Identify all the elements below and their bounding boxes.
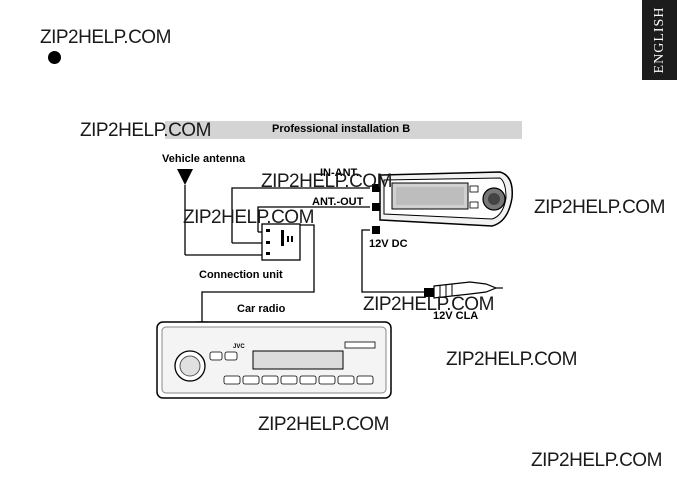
- watermark: ZIP2HELP.COM: [40, 27, 171, 48]
- label-12v-cla: 12V CLA: [433, 310, 479, 322]
- transmitter-unit-icon: [372, 171, 513, 234]
- watermark: ZIP2HELP.COM: [80, 120, 211, 141]
- section-title: Professional installation B: [272, 123, 411, 135]
- car-radio-icon: [156, 321, 392, 399]
- bullet-dot: [48, 51, 61, 64]
- connection-unit-icon: [261, 223, 301, 261]
- label-car-radio: Car radio: [237, 303, 286, 315]
- label-in-ant: IN-ANT.: [320, 167, 360, 179]
- cigarette-lighter-plug-icon: [424, 281, 503, 299]
- watermark: ZIP2HELP.COM: [258, 414, 389, 435]
- label-12v-dc: 12V DC: [369, 238, 408, 250]
- watermark: ZIP2HELP.COM: [261, 171, 392, 192]
- section-title-bar: Professional installation B: [165, 121, 522, 139]
- watermark: ZIP2HELP.COM: [363, 294, 494, 315]
- language-tab: ENGLISH: [642, 0, 677, 80]
- label-ant-out: ANT.-OUT: [312, 196, 364, 208]
- watermark: ZIP2HELP.COM: [183, 207, 314, 228]
- label-connection-unit: Connection unit: [199, 269, 283, 281]
- label-vehicle-antenna: Vehicle antenna: [162, 153, 246, 165]
- watermark: ZIP2HELP.COM: [531, 450, 662, 471]
- radio-brand-logo: JVC: [233, 344, 245, 350]
- vehicle-antenna-icon: [177, 169, 193, 255]
- watermark: ZIP2HELP.COM: [446, 349, 577, 370]
- watermark: ZIP2HELP.COM: [534, 197, 665, 218]
